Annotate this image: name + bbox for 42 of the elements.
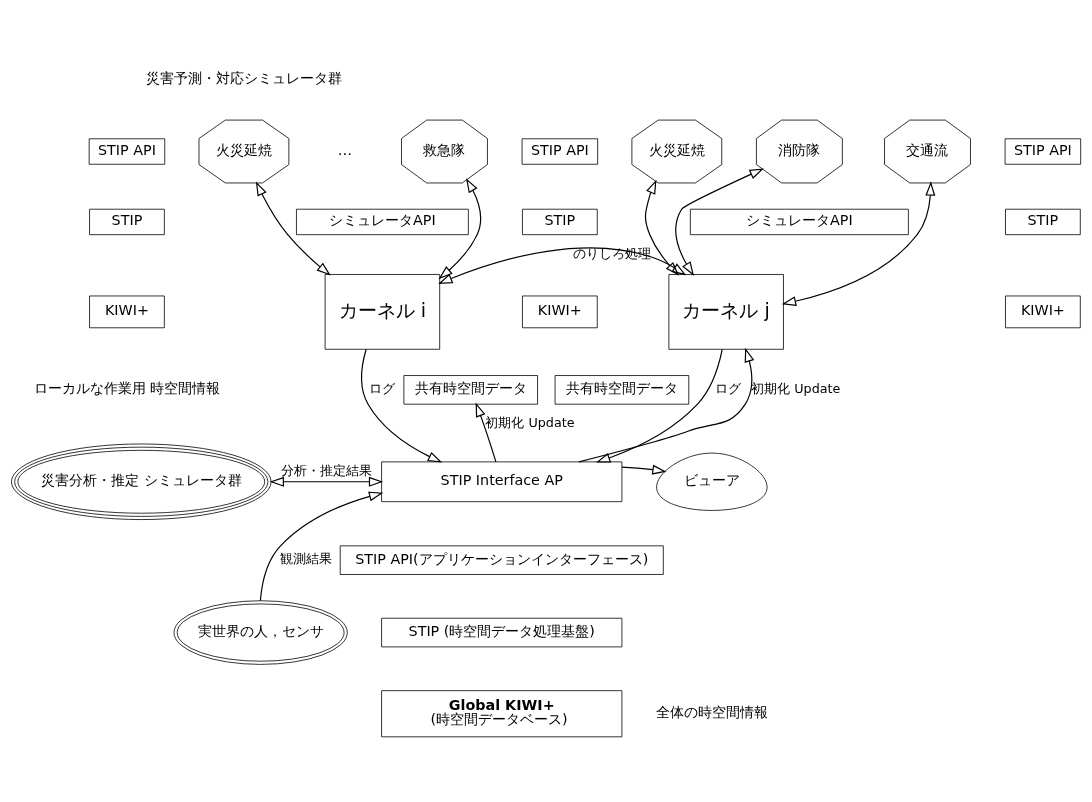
node-box: Global KIWI+ (時空間データベース) — [381, 690, 623, 738]
edge-label: ログ — [368, 380, 395, 396]
arrow — [438, 178, 482, 280]
node-box: STIP API — [521, 138, 599, 165]
arrow — [644, 179, 680, 276]
node-box: 共有時空間データ — [403, 375, 538, 405]
node-box: STIP API — [1004, 138, 1082, 165]
arrow — [255, 181, 331, 276]
node-box: STIP Interface AP — [381, 461, 623, 503]
node-box: STIP API(アプリケーションインターフェース) — [339, 545, 664, 575]
arrow — [475, 402, 497, 463]
label: … — [337, 142, 353, 159]
edge-label: 初期化 Update — [751, 380, 841, 396]
label: 全体の時空間情報 — [655, 704, 768, 721]
node-box: シミュレータAPI — [689, 208, 909, 236]
arrow — [781, 181, 936, 307]
node-box: KIWI+ — [522, 295, 598, 329]
arrow — [621, 464, 667, 475]
edge-label: 分析・推定結果 — [280, 463, 372, 479]
node-box: STIP API — [88, 138, 166, 165]
node-box: KIWI+ — [1005, 295, 1081, 329]
node-box: KIWI+ — [89, 295, 165, 329]
node-box: 共有時空間データ — [554, 375, 690, 405]
arrow — [259, 491, 384, 602]
node-box: シミュレータAPI — [296, 208, 469, 236]
edge-label: 観測結果 — [280, 551, 332, 567]
node-box: STIP — [1005, 208, 1081, 236]
arrow — [360, 348, 443, 463]
arrow — [438, 247, 687, 284]
edge-label: 初期化 Update — [485, 415, 575, 431]
node-box: カーネル j — [668, 274, 784, 350]
label: ローカルな作業用 時空間情報 — [33, 380, 221, 397]
node-box: STIP (時空間データ処理基盤) — [381, 617, 623, 648]
arrow — [578, 347, 755, 463]
edge-label: ログ — [714, 380, 741, 396]
node-box: カーネル i — [324, 274, 441, 350]
arrow — [596, 348, 723, 463]
arrow — [269, 476, 384, 487]
label: 災害予測・対応シミュレータ群 — [145, 70, 342, 87]
arrow — [675, 168, 764, 276]
node-box: STIP — [89, 208, 165, 236]
node-box: STIP — [522, 208, 598, 236]
